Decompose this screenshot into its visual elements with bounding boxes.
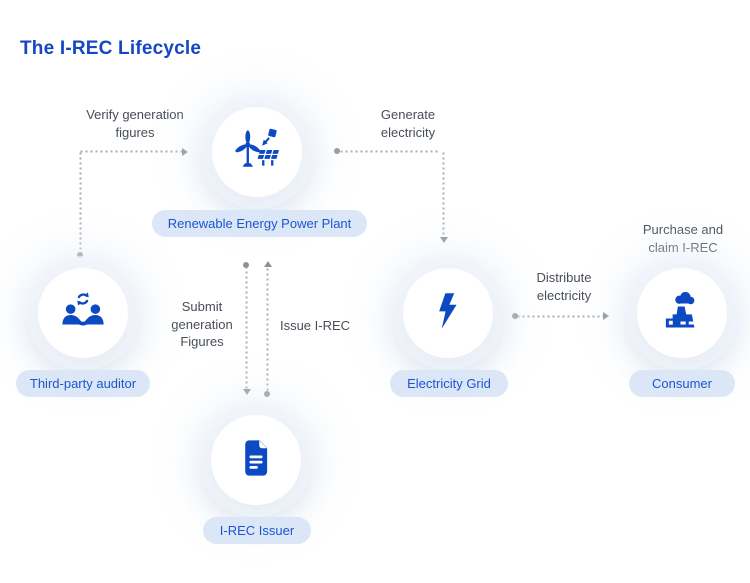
flow-label-issue: Issue I-REC (278, 317, 352, 335)
flow-label-line: Submit (181, 299, 223, 314)
verify-arrow-line (80, 150, 182, 153)
node-label-third-party-auditor: Third-party auditor (16, 370, 150, 397)
factory-icon (658, 287, 706, 340)
distribute-arrow-line (517, 315, 603, 318)
node-electricity-grid (403, 268, 493, 358)
flow-label-distribute: Distribute electricity (519, 269, 609, 304)
submit-arrowhead-icon (243, 389, 251, 395)
flow-label-line: claim I-REC (648, 239, 718, 255)
node-third-party-auditor (38, 268, 128, 358)
flow-label-line: Issue I-REC (279, 318, 351, 333)
verify-arrow-line (79, 152, 82, 255)
flow-label-submit: Submit generation Figures (158, 298, 246, 351)
flow-label-line: Purchase and (642, 222, 724, 237)
generate-arrow-start-dot (334, 148, 340, 154)
node-consumer (637, 268, 727, 358)
node-label-power-plant: Renewable Energy Power Plant (152, 210, 367, 237)
flow-label-line: Generate (380, 107, 436, 122)
flow-label-line: Distribute (536, 270, 592, 285)
flow-label-line: electricity (380, 124, 436, 140)
flow-label-line: figures (115, 124, 155, 140)
issue-arrowhead-icon (264, 261, 272, 267)
wind-turbine-solar-panel-icon (232, 125, 282, 180)
node-label-irec-issuer: I-REC Issuer (203, 517, 311, 544)
generate-arrowhead-icon (440, 237, 448, 243)
distribute-arrow-start-dot (512, 313, 518, 319)
generate-arrow-line (340, 150, 440, 153)
verify-arrowhead-icon (182, 148, 188, 156)
flow-label-line: generation (171, 316, 233, 332)
submit-arrow-start-dot (243, 262, 249, 268)
generate-arrow-line (442, 152, 445, 237)
flow-label-line: electricity (536, 287, 592, 303)
handshake-sync-icon (59, 287, 107, 340)
node-label-electricity-grid: Electricity Grid (390, 370, 508, 397)
flow-label-generate: Generate electricity (350, 106, 466, 141)
flow-label-line: Verify generation (86, 107, 184, 122)
verify-arrow-start-dot (77, 252, 83, 258)
flow-label-verify: Verify generation figures (70, 106, 200, 141)
submit-arrow-line (245, 266, 248, 390)
document-icon (233, 435, 279, 486)
flow-label-line: Figures (180, 334, 224, 349)
flow-label-purchase: Purchase and claim I-REC (628, 221, 738, 256)
node-irec-issuer (211, 415, 301, 505)
node-power-plant (212, 107, 302, 197)
lightning-bolt-icon (427, 290, 469, 337)
issue-arrow-line (266, 268, 269, 392)
node-label-consumer: Consumer (629, 370, 735, 397)
distribute-arrowhead-icon (603, 312, 609, 320)
issue-arrow-start-dot (264, 391, 270, 397)
page-title: The I-REC Lifecycle (20, 38, 202, 59)
